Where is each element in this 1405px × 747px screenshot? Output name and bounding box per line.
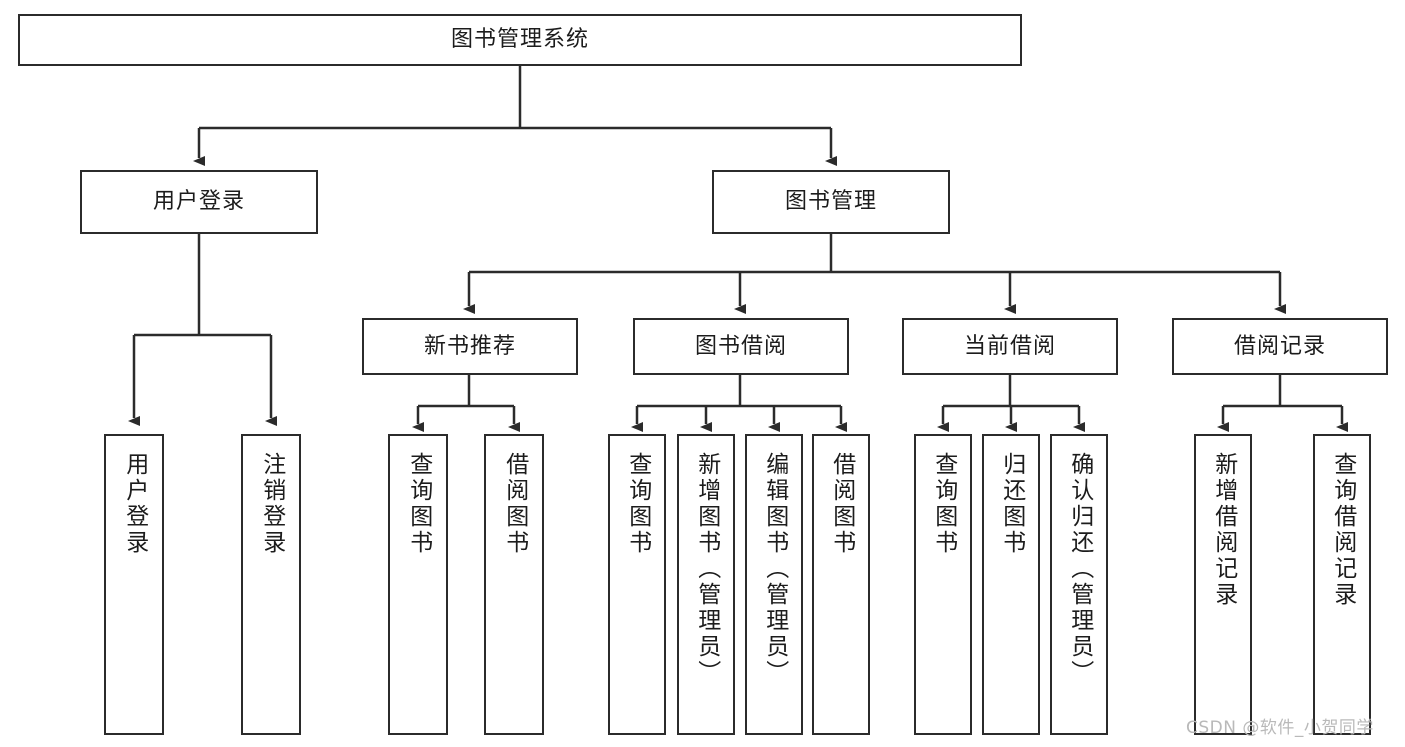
node-borrow-records[interactable]: 借阅记录 <box>1172 318 1388 375</box>
leaf-borrow-add-book-admin[interactable]: 新增图书（管理员） <box>677 434 735 735</box>
node-label: 新书推荐 <box>423 333 516 359</box>
node-label: 查询借阅记录 <box>1329 452 1356 608</box>
node-label: 图书管理系统 <box>450 27 589 53</box>
node-label: 编辑图书（管理员） <box>761 452 788 686</box>
leaf-current-return-book[interactable]: 归还图书 <box>982 434 1040 735</box>
node-label: 用户登录 <box>121 452 148 556</box>
node-label: 查询图书 <box>624 452 651 556</box>
node-label: 归还图书 <box>998 452 1025 556</box>
leaf-user-login-signout[interactable]: 注销登录 <box>241 434 301 735</box>
node-label: 图书借阅 <box>694 333 787 359</box>
node-label: 用户登录 <box>152 189 245 215</box>
leaf-current-confirm-return-admin[interactable]: 确认归还（管理员） <box>1050 434 1108 735</box>
node-root-system[interactable]: 图书管理系统 <box>18 14 1022 66</box>
node-label: 当前借阅 <box>963 333 1056 359</box>
leaf-new-books-borrow[interactable]: 借阅图书 <box>484 434 544 735</box>
leaf-borrow-edit-book-admin[interactable]: 编辑图书（管理员） <box>745 434 803 735</box>
node-current-borrow[interactable]: 当前借阅 <box>902 318 1118 375</box>
leaf-borrow-borrow-book[interactable]: 借阅图书 <box>812 434 870 735</box>
node-user-login[interactable]: 用户登录 <box>80 170 318 234</box>
node-book-management[interactable]: 图书管理 <box>712 170 950 234</box>
node-label: 注销登录 <box>258 452 285 556</box>
leaf-new-books-query[interactable]: 查询图书 <box>388 434 448 735</box>
node-book-borrow[interactable]: 图书借阅 <box>633 318 849 375</box>
leaf-borrow-query-book[interactable]: 查询图书 <box>608 434 666 735</box>
node-label: 图书管理 <box>784 189 877 215</box>
node-label: 确认归还（管理员） <box>1066 452 1093 686</box>
node-label: 查询图书 <box>930 452 957 556</box>
leaf-current-query-book[interactable]: 查询图书 <box>914 434 972 735</box>
node-label: 新增借阅记录 <box>1210 452 1237 608</box>
node-label: 借阅图书 <box>828 452 855 556</box>
node-label: 查询图书 <box>405 452 432 556</box>
leaf-user-login-signin[interactable]: 用户登录 <box>104 434 164 735</box>
leaf-records-query-record[interactable]: 查询借阅记录 <box>1313 434 1371 735</box>
node-new-book-recommend[interactable]: 新书推荐 <box>362 318 578 375</box>
node-label: 借阅记录 <box>1233 333 1326 359</box>
leaf-records-add-record[interactable]: 新增借阅记录 <box>1194 434 1252 735</box>
node-label: 新增图书（管理员） <box>693 452 720 686</box>
node-label: 借阅图书 <box>501 452 528 556</box>
